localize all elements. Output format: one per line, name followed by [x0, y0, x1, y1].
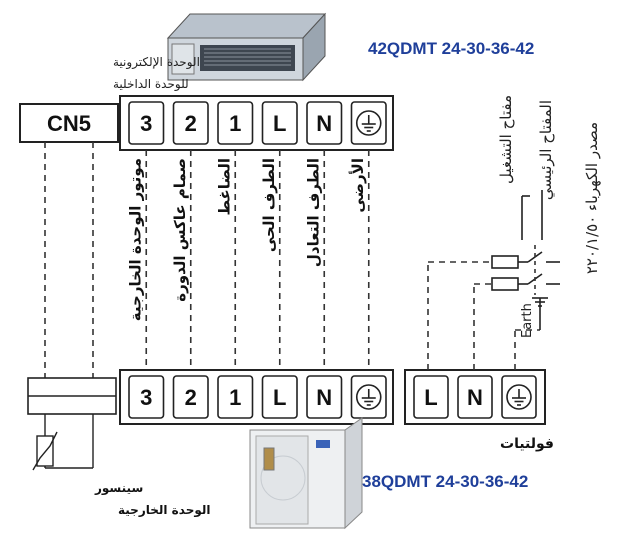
sensor-wires	[44, 142, 94, 378]
wire-label-live: الطرف الحى	[260, 158, 278, 252]
wire-label-compressor: الضاغط	[215, 158, 233, 216]
indoor-terminal-3	[261, 101, 298, 145]
outdoor-terminal-label-1: 2	[185, 385, 197, 410]
earth-label: Earth	[520, 303, 535, 338]
sensor-label-1: سينسور	[94, 481, 143, 496]
electronic-unit-label-1: الوحدة الإلكترونية	[113, 55, 200, 70]
indoor-terminal-2	[217, 101, 254, 145]
indoor-terminal-block: 3 2 1 L N	[119, 95, 394, 151]
cn5-label: CN5	[47, 111, 91, 136]
supply-terminal-label-0: L	[424, 385, 437, 410]
sensor-label-2: الوحدة الخارجية	[118, 503, 211, 518]
indoor-terminal-4	[306, 101, 343, 145]
outdoor-terminal-0	[128, 375, 165, 419]
outdoor-terminal-4	[306, 375, 343, 419]
power-source-wiring	[427, 190, 560, 370]
indoor-terminal-0	[128, 101, 165, 145]
indoor-terminal-1	[172, 101, 209, 145]
cn5-connector: CN5	[19, 103, 119, 143]
electronic-unit-label-2: للوحدة الداخلية	[113, 77, 189, 92]
outdoor-terminal-label-3: L	[273, 385, 286, 410]
supply-terminal-1	[457, 375, 493, 419]
indoor-terminal-label-0: 3	[140, 111, 152, 136]
outdoor-terminal-label-4: N	[316, 385, 332, 410]
voltage-label: فولتيات	[500, 436, 554, 452]
outdoor-model-label: 38QDMT 24-30-36-42	[362, 472, 528, 491]
ground-icon	[355, 384, 382, 410]
outdoor-terminal-label-2: 1	[229, 385, 241, 410]
ground-icon	[506, 384, 532, 410]
outdoor-unit-image	[249, 417, 363, 530]
indoor-terminal-label-2: 1	[229, 111, 241, 136]
wire-label-reversing-valve: صمام عاكس الدورة	[171, 158, 189, 302]
indoor-terminal-label-1: 2	[185, 111, 197, 136]
supply-terminal-0	[413, 375, 449, 419]
wire-label-ground: الأرضى	[349, 158, 367, 213]
operation-switch-label: مفتاح التشغيل	[497, 95, 515, 184]
outdoor-terminal-2	[217, 375, 254, 419]
ground-icon	[355, 110, 382, 136]
outdoor-terminal-3	[261, 375, 298, 419]
supply-terminal-label-1: N	[467, 385, 483, 410]
wire-label-neutral: الطرف التعادل	[304, 158, 322, 267]
power-source-label: مصدر الكهرباء ٢٢٠/١/٥٠	[583, 122, 601, 274]
main-switch-label: المفتاح الرئيسي	[537, 100, 556, 200]
indoor-unit-image	[166, 12, 327, 82]
outdoor-terminal-block: 3 2 1 L N	[119, 369, 394, 425]
indoor-model-label: 42QDMT 24-30-36-42	[368, 39, 534, 58]
outdoor-terminal-1	[172, 375, 209, 419]
wire-label-contactor: موتور الوحدة الخارجية	[126, 158, 144, 321]
sensor-connector	[27, 377, 117, 471]
indoor-terminal-label-4: N	[316, 111, 332, 136]
outdoor-terminal-label-0: 3	[140, 385, 152, 410]
interconnect-wires	[145, 150, 370, 370]
indoor-terminal-label-3: L	[273, 111, 286, 136]
